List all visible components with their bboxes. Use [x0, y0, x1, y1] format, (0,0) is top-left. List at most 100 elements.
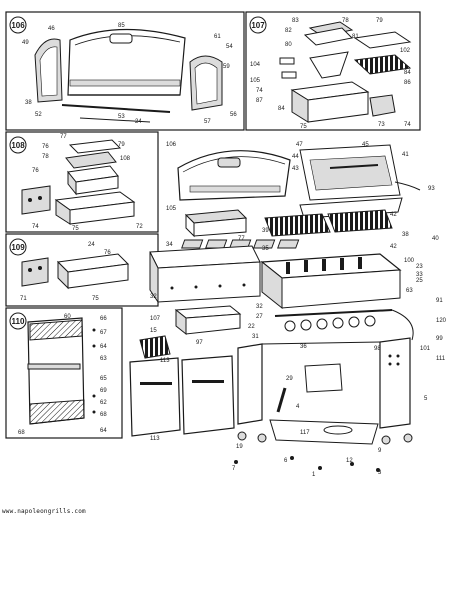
- part-number-label: 84: [404, 70, 411, 76]
- part-number-label: 91: [436, 298, 443, 304]
- part-number-label: 105: [250, 78, 261, 84]
- part-number-label: 24: [135, 119, 142, 125]
- part-number-label: 35: [262, 246, 269, 252]
- part-number-label: 107: [150, 316, 161, 322]
- part-number-label: 62: [100, 400, 107, 406]
- part-number-label: 23: [416, 264, 423, 270]
- section-108: 108 77 76 78 79 74 108 75 72 76: [9, 134, 143, 232]
- part-number-label: 68: [18, 430, 25, 436]
- part-number-label: 81: [352, 34, 359, 40]
- section-110: 110 60 66 67 64 63 65 69 68 68 64 62: [9, 312, 107, 436]
- part-number-label: 36: [300, 344, 307, 350]
- part-number-label: 49: [22, 40, 29, 46]
- footer-url: www.napoleongrills.com: [2, 508, 86, 515]
- part-number-label: 39: [262, 228, 269, 234]
- part-number-label: 117: [300, 430, 310, 436]
- part-number-label: 67: [100, 330, 107, 336]
- part-number-label: 76: [32, 168, 39, 174]
- part-number-label: 47: [296, 142, 303, 148]
- part-number-label: 86: [404, 80, 411, 86]
- part-number-label: 27: [256, 314, 263, 320]
- part-number-label: 53: [118, 114, 125, 120]
- part-number-label: 40: [432, 236, 439, 242]
- section-106-number: 106: [11, 21, 25, 30]
- part-number-label: 1: [312, 472, 316, 478]
- part-number-label: 15: [150, 328, 157, 334]
- part-number-label: 38: [402, 232, 409, 238]
- part-number-label: 74: [404, 122, 411, 128]
- part-number-label: 85: [118, 23, 125, 29]
- part-number-label: 29: [286, 376, 293, 382]
- part-number-label: 54: [226, 44, 233, 50]
- part-number-label: 77: [60, 134, 67, 140]
- part-number-label: 52: [35, 112, 42, 118]
- part-number-label: 106: [166, 142, 177, 148]
- part-number-label: 75: [300, 124, 307, 130]
- part-number-label: 71: [20, 296, 27, 302]
- part-number-label: 64: [100, 428, 107, 434]
- part-number-label: 68: [100, 412, 107, 418]
- part-number-label: 101: [420, 346, 431, 352]
- part-number-label: 87: [256, 98, 263, 104]
- part-number-label: 25: [416, 278, 423, 284]
- part-number-label: 43: [292, 166, 299, 172]
- part-number-label: 111: [436, 356, 446, 362]
- part-number-label: 56: [230, 112, 237, 118]
- part-number-label: 78: [42, 154, 49, 160]
- section-106: 106 85 49 46 61 54 59 38 52 53 24 57 56: [9, 16, 237, 125]
- part-number-label: 61: [214, 34, 221, 40]
- part-number-label: 113: [150, 436, 160, 442]
- part-number-label: 74: [256, 88, 263, 94]
- part-number-label: 44: [292, 154, 299, 160]
- part-number-label: 83: [292, 18, 299, 24]
- part-number-label: 105: [166, 206, 177, 212]
- part-number-label: 120: [436, 318, 447, 324]
- part-number-label: 100: [404, 258, 415, 264]
- part-number-label: 93: [428, 186, 435, 192]
- part-number-label: 32: [256, 304, 263, 310]
- part-number-label: 76: [42, 144, 49, 150]
- part-number-label: 98: [374, 346, 381, 352]
- part-number-label: 79: [118, 142, 125, 148]
- part-number-label: 78: [342, 18, 349, 24]
- part-number-label: 24: [88, 242, 95, 248]
- part-number-label: 12: [346, 458, 353, 464]
- part-number-label: 63: [100, 356, 107, 362]
- section-109: 109 24 76 71 75: [9, 238, 130, 302]
- part-number-label: 42: [390, 244, 397, 250]
- part-number-label: 3: [378, 470, 382, 476]
- main-grill-assembly: 106 47 45 44 41 43 93 105 42 77 3 4 39 35…: [129, 142, 447, 478]
- part-number-label: 46: [48, 26, 55, 32]
- section-107-number: 107: [251, 21, 265, 30]
- section-108-number: 108: [11, 141, 25, 150]
- part-number-label: 32: [150, 294, 157, 300]
- part-number-label: 59: [223, 64, 230, 70]
- part-number-label: 80: [285, 42, 292, 48]
- part-number-label: 102: [400, 48, 411, 54]
- part-number-label: 38: [25, 100, 32, 106]
- part-number-label: 63: [406, 288, 413, 294]
- part-number-label: 19: [236, 444, 243, 450]
- part-number-label: 113: [160, 358, 170, 364]
- part-number-label: 64: [100, 344, 107, 350]
- part-number-label: 4: [296, 404, 300, 410]
- part-number-label: 69: [100, 388, 107, 394]
- part-number-label: 72: [136, 224, 143, 230]
- part-number-label: 75: [92, 296, 99, 302]
- part-number-label: 84: [278, 106, 285, 112]
- part-number-label: 73: [378, 122, 385, 128]
- part-number-label: 7: [232, 466, 236, 472]
- part-number-label: 77: [238, 236, 245, 242]
- part-number-label: 42: [390, 212, 397, 218]
- part-number-label: 60: [64, 314, 71, 320]
- part-number-label: 76: [104, 250, 111, 256]
- part-number-label: 57: [204, 119, 211, 125]
- section-107: 107 83 78 82 79 102 81 80 104 105 84 86 …: [249, 16, 412, 130]
- part-number-label: 31: [252, 334, 259, 340]
- section-110-number: 110: [12, 317, 25, 326]
- part-number-label: 41: [402, 152, 409, 158]
- part-number-label: 82: [285, 28, 292, 34]
- part-number-label: 45: [362, 142, 369, 148]
- part-number-label: 6: [284, 458, 288, 464]
- part-number-label: 97: [196, 340, 203, 346]
